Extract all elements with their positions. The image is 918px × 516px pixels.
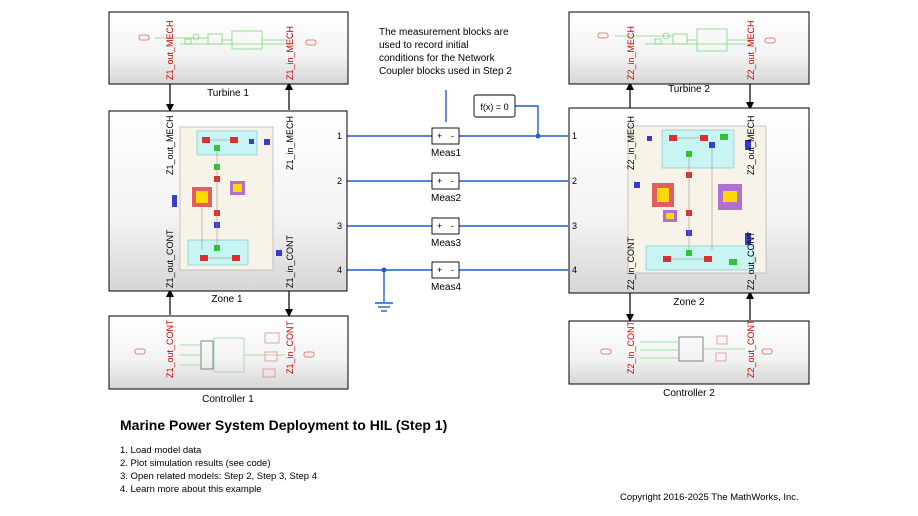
steps-list: 1. Load model data 2. Plot simulation re… xyxy=(120,444,317,496)
meas3-block[interactable]: + - xyxy=(431,217,460,235)
controller1-label: Controller 1 xyxy=(202,394,254,405)
turbine1-port-in: Z1_in_MECH xyxy=(285,26,295,80)
svg-text:+: + xyxy=(437,176,442,186)
zone2-block[interactable]: Z2_in_MECH Z2_out_MECH Z2_in_CONT Z2_out… xyxy=(568,107,810,294)
connection-lines xyxy=(347,90,568,302)
turbine2-port-in: Z2_in_MECH xyxy=(626,26,636,80)
meas2-label: Meas2 xyxy=(430,193,461,204)
zone1-port-4: 4 xyxy=(337,265,342,275)
turbine1-port-out: Z1_out_MECH xyxy=(165,20,175,80)
controller2-port-out: Z2_out_CONT xyxy=(746,319,756,378)
zone2-mech-in-label: Z2_in_MECH xyxy=(626,116,636,170)
meas4-block[interactable]: + - xyxy=(431,261,460,279)
controller1-thumbnail xyxy=(180,332,285,378)
turbine2-port-out: Z2_out_MECH xyxy=(746,20,756,80)
zone2-port-4: 4 xyxy=(572,265,577,275)
zone1-label: Zone 1 xyxy=(211,294,243,305)
solver-label: f(x) = 0 xyxy=(480,102,508,112)
controller1-port-in: Z1_in_CONT xyxy=(285,320,295,374)
controller2-port-in: Z2_in_CONT xyxy=(626,320,636,374)
annotation-line-4: Coupler blocks used in Step 2 xyxy=(379,66,512,77)
controller2-thumbnail xyxy=(640,335,745,362)
turbine2-label: Turbine 2 xyxy=(668,84,710,95)
copyright-notice: Copyright 2016-2025 The MathWorks, Inc. xyxy=(620,492,799,503)
controller1-block[interactable]: Z1_out_CONT Z1_in_CONT xyxy=(108,315,349,390)
controller2-label: Controller 2 xyxy=(663,388,715,399)
measurement-annotation: The measurement blocks are used to recor… xyxy=(379,26,512,78)
controller1-port-out: Z1_out_CONT xyxy=(165,319,175,378)
svg-text:+: + xyxy=(437,221,442,231)
step-open-related-models-link[interactable]: 3. Open related models: Step 2, Step 3, … xyxy=(120,471,317,482)
turbine2-block[interactable]: Z2_in_MECH Z2_out_MECH xyxy=(568,11,810,85)
solver-config-block[interactable]: f(x) = 0 xyxy=(473,94,516,118)
zone2-cont-in-label: Z2_in_CONT xyxy=(626,236,636,290)
ground-icon[interactable] xyxy=(375,302,393,312)
signal-lines xyxy=(166,82,754,322)
zone2-port-1: 1 xyxy=(572,131,577,141)
zone2-cont-out-label: Z2_out_CONT xyxy=(746,231,756,290)
zone1-thumbnail xyxy=(172,126,282,271)
meas3-label: Meas3 xyxy=(430,238,461,249)
zone1-port-1: 1 xyxy=(337,131,342,141)
svg-text:-: - xyxy=(451,221,454,231)
zone2-port-3: 3 xyxy=(572,221,577,231)
turbine2-thumbnail xyxy=(615,28,752,52)
conn-solver[interactable] xyxy=(515,105,539,136)
meas4-label: Meas4 xyxy=(430,282,461,293)
junction-dot-1 xyxy=(535,133,541,139)
zone1-cont-out-label: Z1_out_CONT xyxy=(165,229,175,288)
zone1-port-3: 3 xyxy=(337,221,342,231)
svg-text:-: - xyxy=(451,131,454,141)
annotation-line-3: conditions for the Network xyxy=(379,53,495,64)
turbine1-thumbnail xyxy=(155,30,290,50)
controller2-block[interactable]: Z2_in_CONT Z2_out_CONT xyxy=(568,319,810,385)
zone2-thumbnail xyxy=(627,125,767,274)
meas1-label: Meas1 xyxy=(430,148,461,159)
zone2-mech-out-label: Z2_out_MECH xyxy=(746,115,756,175)
zone1-port-2: 2 xyxy=(337,176,342,186)
meas1-block[interactable]: + - xyxy=(431,127,460,145)
zone1-mech-in-label: Z1_in_MECH xyxy=(285,116,295,170)
step-learn-more-link[interactable]: 4. Learn more about this example xyxy=(120,484,262,495)
step-load-model-data-link[interactable]: 1. Load model data xyxy=(120,445,202,456)
zone1-block[interactable]: Z1_out_MECH Z1_in_MECH Z1_out_CONT Z1_in… xyxy=(108,110,348,292)
zone2-label: Zone 2 xyxy=(673,297,705,308)
meas2-block[interactable]: + - xyxy=(431,172,460,190)
svg-text:+: + xyxy=(437,265,442,275)
svg-text:+: + xyxy=(437,131,442,141)
zone1-mech-out-label: Z1_out_MECH xyxy=(165,115,175,175)
model-title: Marine Power System Deployment to HIL (S… xyxy=(120,417,448,433)
zone2-port-2: 2 xyxy=(572,176,577,186)
turbine1-block[interactable]: Z1_out_MECH Z1_in_MECH xyxy=(108,11,349,85)
step-plot-results-link[interactable]: 2. Plot simulation results (see code) xyxy=(120,458,271,469)
svg-text:-: - xyxy=(451,265,454,275)
junction-dot-4 xyxy=(381,267,387,273)
annotation-line-2: used to record initial xyxy=(379,40,469,51)
turbine1-label: Turbine 1 xyxy=(207,88,249,99)
svg-text:-: - xyxy=(451,176,454,186)
annotation-line-1: The measurement blocks are xyxy=(379,27,509,38)
zone1-cont-in-label: Z1_in_CONT xyxy=(285,234,295,288)
